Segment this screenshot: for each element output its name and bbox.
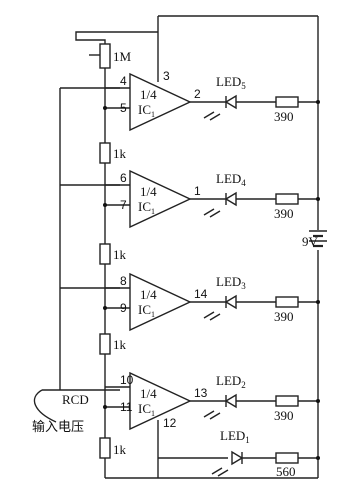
- stage4-emission-2: [209, 412, 221, 420]
- stage4-opamp: [129, 371, 192, 431]
- stage1-pin-inv: 4: [120, 74, 127, 88]
- stage2-fraction: 1/4: [140, 184, 157, 199]
- stage3-emission-1: [203, 311, 215, 319]
- stage1-led: [224, 94, 237, 110]
- stage3-ic-label: IC1: [138, 302, 155, 319]
- stage4-emission-1: [203, 410, 215, 418]
- stage2-resistor-label: 390: [274, 206, 294, 221]
- stage3-junction: [103, 306, 107, 310]
- stage3-emission-2: [209, 313, 221, 321]
- rcd-label: RCD: [62, 392, 89, 407]
- stage2-emission-1: [203, 208, 215, 216]
- divider-resistor-3-label: 1k: [113, 337, 127, 352]
- divider-resistor-3: [99, 333, 111, 355]
- stage4-ic-label: IC1: [138, 401, 155, 418]
- stage1-opamp: [129, 72, 192, 132]
- stage2-rail-junction: [316, 197, 320, 201]
- stage3-rail-junction: [316, 300, 320, 304]
- pot-1m: [99, 43, 111, 69]
- stage1-pin-out: 2: [194, 87, 201, 101]
- stage1-rail-junction: [316, 100, 320, 104]
- stage2-resistor: [275, 193, 299, 205]
- stage3-led: [224, 294, 237, 310]
- divider-resistor-1-label: 1k: [113, 146, 127, 161]
- power-led-label: LED1: [220, 428, 250, 445]
- stage2-pin-inv: 6: [120, 171, 127, 185]
- stage3-led-label: LED3: [216, 274, 246, 291]
- stage3-pin-out: 14: [194, 287, 208, 301]
- stage3-pin-inv: 8: [120, 274, 127, 288]
- stage2-emission-2: [209, 210, 221, 218]
- stage4-pin-non: 11: [120, 400, 133, 414]
- divider-resistor-4: [99, 437, 111, 459]
- stage1-resistor-label: 390: [274, 109, 294, 124]
- stage4-resistor: [275, 395, 299, 407]
- stage1-led-label: LED5: [216, 74, 246, 91]
- stage2-junction: [103, 203, 107, 207]
- stage4-junction: [103, 405, 107, 409]
- stage2-pin-non: 7: [120, 198, 127, 212]
- stage1-resistor: [275, 96, 299, 108]
- stage1-fraction: 1/4: [140, 87, 157, 102]
- stage3-resistor-label: 390: [274, 309, 294, 324]
- stage2-opamp: [129, 169, 192, 229]
- stage1-emission-2: [209, 113, 221, 121]
- divider-resistor-2-label: 1k: [113, 247, 127, 262]
- stage2-led: [224, 191, 237, 207]
- stage4-pin-inv: 10: [120, 373, 134, 387]
- stage4-pin-out: 13: [194, 386, 208, 400]
- stage4-led-label: LED2: [216, 373, 246, 390]
- stage4-fraction: 1/4: [140, 386, 157, 401]
- stage2-pin-out: 1: [194, 184, 201, 198]
- stage4-rail-junction: [316, 399, 320, 403]
- stage3-resistor: [275, 296, 299, 308]
- power-led-row: [158, 450, 320, 477]
- divider-resistor-4-label: 1k: [113, 442, 127, 457]
- stage2-ic-label: IC1: [138, 199, 155, 216]
- input-lead: [33, 389, 57, 423]
- battery-symbol: [309, 230, 327, 248]
- stage1-ic-label: IC1: [138, 102, 155, 119]
- stage2-led-label: LED4: [216, 171, 246, 188]
- divider-resistor-2: [99, 243, 111, 265]
- power-led-emission: [211, 467, 229, 477]
- power-led-resistor-label: 560: [276, 464, 296, 479]
- pot-label: 1M: [113, 49, 132, 64]
- stage4-led: [224, 393, 237, 409]
- stage1-pin-non: 5: [120, 101, 127, 115]
- stage1-emission-1: [203, 111, 215, 119]
- stage3-pin-non: 9: [120, 301, 127, 315]
- divider-resistor-1: [99, 142, 111, 164]
- stage1-pin-pwr: 3: [163, 69, 170, 83]
- stage3-opamp: [129, 272, 192, 332]
- stage1-junction: [103, 106, 107, 110]
- stage4-pin-gnd: 12: [163, 416, 177, 430]
- stage4-resistor-label: 390: [274, 408, 294, 423]
- input-voltage-label: 输入电压: [32, 419, 84, 435]
- stage3-fraction: 1/4: [140, 287, 157, 302]
- battery-label: 9V: [302, 234, 319, 249]
